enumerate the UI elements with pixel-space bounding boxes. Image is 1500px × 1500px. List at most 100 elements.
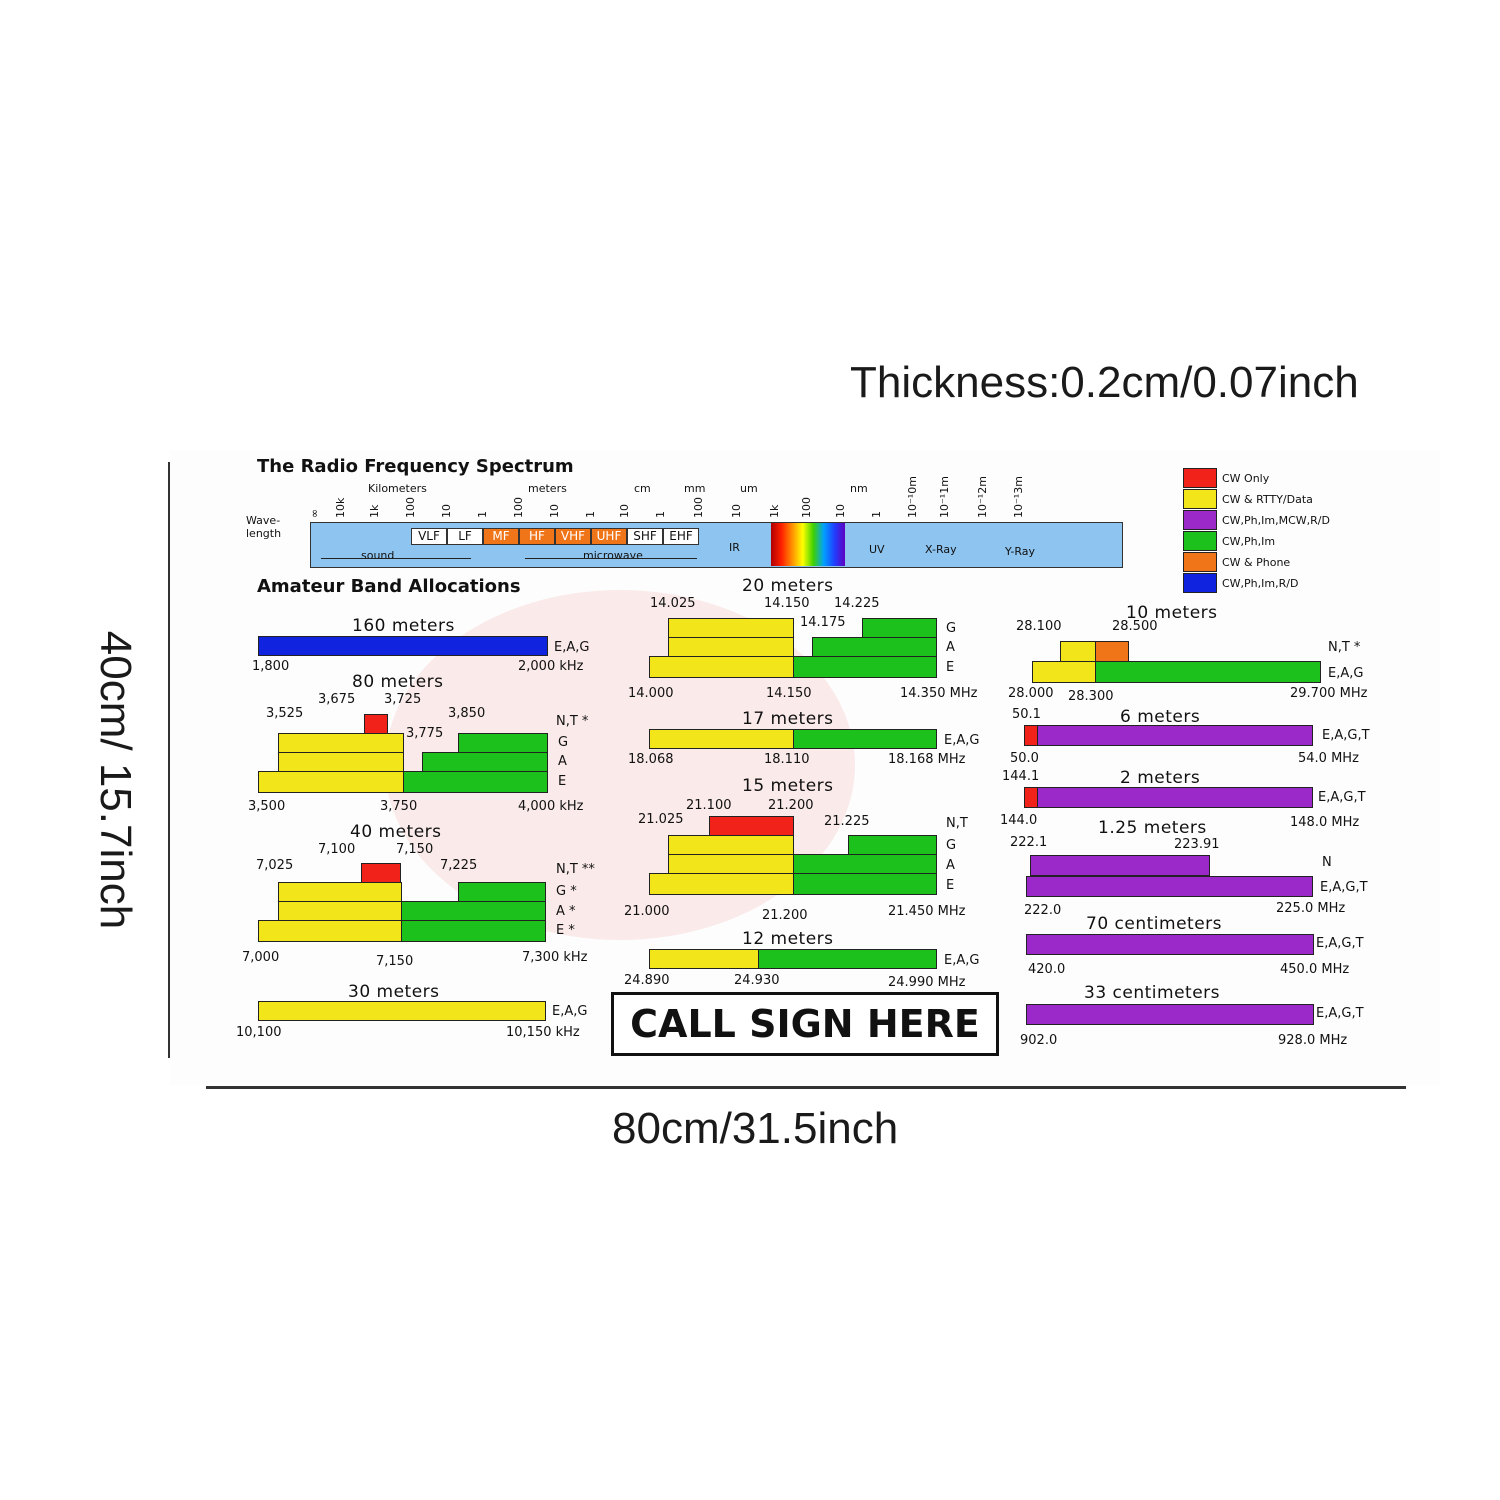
legend-label: CW Only <box>1222 472 1270 485</box>
band-15-mid: 21.200 <box>762 908 808 923</box>
wavelength-label: Wave-length <box>246 514 282 540</box>
unit-nm: nm <box>850 482 868 495</box>
band-30-lo: 10,100 <box>236 1025 282 1040</box>
band-12-mid: 24.930 <box>734 973 780 988</box>
band-15-title: 15 meters <box>742 776 834 796</box>
legend-swatch <box>1183 489 1217 509</box>
band-80-f2: 3,725 <box>384 692 422 707</box>
band-12-seg-grn <box>758 949 937 969</box>
band-15-seg-cw <box>709 816 794 836</box>
unit-m: meters <box>528 482 567 495</box>
band-40-c2: G * <box>556 884 577 899</box>
band-40-f2: 7,150 <box>396 842 434 857</box>
microwave-label: microwave <box>583 549 643 562</box>
band-40-seg-e-grn <box>401 920 546 942</box>
band-125-hi: 225.0 MHz <box>1276 901 1346 916</box>
band-80-seg-a-yel <box>278 752 404 772</box>
band-30-title: 30 meters <box>348 982 440 1002</box>
band-70-class: E,A,G,T <box>1316 936 1364 951</box>
band-80-c4: E <box>558 774 567 789</box>
band-125-seg-n <box>1030 855 1210 876</box>
band-160-title: 160 meters <box>352 616 455 636</box>
band-15-c1: N,T <box>946 816 968 831</box>
band-160-hi: 2,000 kHz <box>518 659 584 674</box>
spectrum-tick-label: 1 <box>584 511 597 518</box>
spectrum-tick-label: 10⁻¹1m <box>938 476 951 518</box>
unit-km: Kilometers <box>368 482 427 495</box>
band-80-c3: A <box>558 754 567 769</box>
band-10-lo: 28.000 <box>1008 686 1054 701</box>
height-line <box>168 462 171 1058</box>
band-20-c3: E <box>946 660 955 675</box>
band-20-title: 20 meters <box>742 576 834 596</box>
sound-label: sound <box>361 549 395 562</box>
band-lf: LF <box>447 528 483 545</box>
visible-spectrum <box>771 523 845 566</box>
band-40-seg-a-grn <box>401 901 546 921</box>
band-10-f2: 28.500 <box>1112 619 1158 634</box>
band-10-c2: E,A,G <box>1328 666 1364 681</box>
band-6-lo: 50.0 <box>1010 751 1039 766</box>
band-80-seg-g-yel <box>278 733 404 753</box>
band-12-lo: 24.890 <box>624 973 670 988</box>
band-40-lo: 7,000 <box>242 950 280 965</box>
band-80-f4: 3,850 <box>448 706 486 721</box>
band-80-lo: 3,500 <box>248 799 286 814</box>
allocations-title: Amateur Band Allocations <box>257 576 521 597</box>
band-40-title: 40 meters <box>350 822 442 842</box>
band-20-seg-a-yel <box>668 637 794 657</box>
band-15-lo: 21.000 <box>624 904 670 919</box>
band-15-f4: 21.225 <box>824 814 870 829</box>
band-40-f1: 7,100 <box>318 842 356 857</box>
band-2-title: 2 meters <box>1120 768 1201 788</box>
band-80-c2: G <box>558 735 569 750</box>
band-17-lo: 18.068 <box>628 752 674 767</box>
band-2-f1: 144.1 <box>1002 769 1040 784</box>
unit-cm: cm <box>634 482 651 495</box>
legend-swatch <box>1183 531 1217 551</box>
band-80-hi: 4,000 kHz <box>518 799 584 814</box>
band-mf: MF <box>483 528 519 545</box>
spectrum-tick-label: 100 <box>692 497 705 518</box>
band-20-seg-e-yel <box>649 656 794 678</box>
band-20-seg-g-yel <box>668 618 794 638</box>
thickness-label: Thickness:0.2cm/0.07inch <box>850 358 1359 407</box>
band-17-seg-yel <box>649 729 794 749</box>
band-17-hi: 18.168 MHz <box>888 752 966 767</box>
spectrum-tick-label: 1k <box>368 504 381 518</box>
band-15-f3: 21.025 <box>638 812 684 827</box>
band-2-seg-all <box>1037 787 1313 808</box>
band-33-lo: 902.0 <box>1020 1033 1058 1048</box>
band-17-title: 17 meters <box>742 709 834 729</box>
band-20-hi: 14.350 MHz <box>900 686 978 701</box>
band-12-class: E,A,G <box>944 953 980 968</box>
band-15-seg-e-grn <box>793 873 937 895</box>
spectrum-tick-label: 10k <box>334 497 347 518</box>
band-125-title: 1.25 meters <box>1098 818 1207 838</box>
band-33-hi: 928.0 MHz <box>1278 1033 1348 1048</box>
band-17-mid: 18.110 <box>764 752 810 767</box>
band-80-mid: 3,750 <box>380 799 418 814</box>
band-30-bar <box>258 1001 546 1021</box>
band-10-seg-nt-yel <box>1060 641 1096 662</box>
band-10-c1: N,T * <box>1328 640 1361 655</box>
spectrum-tick-label: 100 <box>404 497 417 518</box>
band-2-seg-cw <box>1024 787 1038 808</box>
band-6-hi: 54.0 MHz <box>1298 751 1359 766</box>
spectrum-tick-label: 1 <box>654 511 667 518</box>
legend-label: CW & RTTY/Data <box>1222 493 1313 506</box>
band-20-f3: 14.225 <box>834 596 880 611</box>
band-10-mid: 28.300 <box>1068 689 1114 704</box>
band-10-seg-eag-yel <box>1032 661 1096 683</box>
region-xray: X-Ray <box>925 543 957 556</box>
band-12-title: 12 meters <box>742 929 834 949</box>
band-20-seg-a-grn <box>812 637 937 657</box>
band-shf: SHF <box>627 528 663 545</box>
band-30-class: E,A,G <box>552 1004 588 1019</box>
height-text: 40cm/ 15.7inch <box>91 630 140 930</box>
band-33-class: E,A,G,T <box>1316 1006 1364 1021</box>
band-6-seg-all <box>1037 725 1313 746</box>
band-80-seg-e-grn <box>403 771 548 793</box>
band-125-c1: N <box>1322 855 1332 870</box>
band-2-hi: 148.0 MHz <box>1290 815 1360 830</box>
